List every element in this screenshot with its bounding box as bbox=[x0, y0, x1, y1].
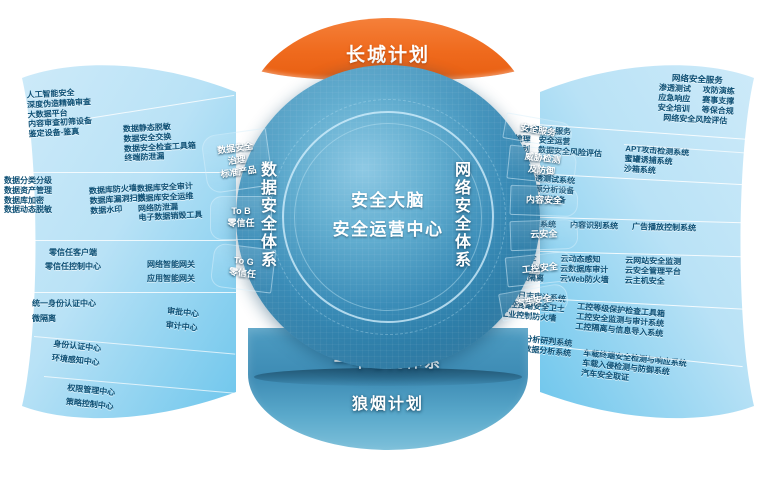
panel-line: 网络智能网关 bbox=[147, 260, 195, 269]
security-brain-sphere[interactable]: 安全大脑 安全运营中心 bbox=[236, 65, 540, 369]
panel-line: 零信任客户端 bbox=[49, 248, 97, 257]
panel-smart-gateway[interactable]: 网络智能网关 应用智能网关 bbox=[128, 258, 214, 292]
panel-ai-security[interactable]: 人工智能安全 深度伪造精确审查 大数据平台 内容审查初筛设备 鉴定设备-鉴真 bbox=[26, 85, 129, 156]
panel-line: 数据库加密 bbox=[4, 195, 44, 205]
panel-col: 广告播放控制系统 bbox=[632, 222, 696, 233]
panel-line: 数据分类分级 bbox=[4, 176, 52, 185]
security-brain-core: 安全大脑 安全运营中心 bbox=[302, 157, 474, 269]
pillar-data-security-system: 数据安全体系 bbox=[250, 130, 278, 300]
left-divider-1 bbox=[20, 172, 236, 173]
tile-tog-zero-trust[interactable]: To G 零信任 bbox=[209, 242, 277, 294]
bowl-label-wolf-smoke-plan: 狼烟计划 bbox=[351, 396, 424, 413]
tile-ics-security[interactable]: 工控安全 bbox=[504, 250, 576, 288]
panel-line: 微隔离 bbox=[32, 314, 56, 324]
panel-col: 攻防演练 赛事支撑 等保合规 bbox=[701, 86, 735, 117]
dome-title: 长城计划 bbox=[345, 45, 430, 66]
pillar-network-security-system: 网络安全体系 bbox=[452, 161, 469, 269]
panel-col: 工控等级保护检查工具箱 工控安全监测与审计系统 工控隔离与信息导入系统 bbox=[575, 302, 665, 339]
tile-data-governance[interactable]: 数据安全 治理 标准产品 bbox=[200, 127, 274, 195]
core-line-1: 安全大脑 bbox=[351, 191, 425, 210]
panel-col: 渗透测试 应急响应 安全培训 bbox=[658, 83, 691, 114]
bowl-separator bbox=[254, 368, 522, 386]
core-line-2: 安全运营中心 bbox=[332, 220, 444, 239]
central-sphere-group: 一中心两体系 狼烟计划 安全大脑 安全运营中心 数据安全体系 网络安全体系 数据… bbox=[200, 60, 579, 450]
panel-approval-center[interactable]: 审批中心 审计中心 bbox=[150, 303, 213, 343]
panel-line: 广告播放控制系统 bbox=[631, 222, 697, 233]
panel-line: 数据动态脱敏 bbox=[4, 205, 52, 215]
panel-authority-management[interactable]: 权限管理中心 策略控制中心 bbox=[64, 381, 159, 424]
left-divider-3 bbox=[24, 292, 236, 293]
panel-line: 安全培训 bbox=[657, 102, 691, 114]
left-divider-2 bbox=[18, 240, 236, 241]
left-wing-panels: 人工智能安全 深度伪造精确审查 大数据平台 内容审查初筛设备 鉴定设备-鉴真 数… bbox=[0, 0, 300, 500]
panel-line: 云主机安全 bbox=[624, 275, 665, 286]
panel-zero-trust-client[interactable]: 零信任客户端 零信任控制中心 bbox=[30, 246, 116, 280]
tile-threat-detection[interactable]: 威胁检测 及防御 bbox=[506, 144, 578, 186]
panel-line: 统一身份认证中心 bbox=[32, 299, 96, 308]
panel-line: 零信任控制中心 bbox=[45, 262, 101, 272]
panel-line: 应用智能网关 bbox=[147, 274, 195, 284]
tile-cloud-security[interactable]: 云安全 bbox=[509, 218, 579, 252]
panel-unified-identity[interactable]: 统一身份认证中心 微隔离 bbox=[32, 296, 128, 330]
panel-network-security-service[interactable]: 网络安全服务 渗透测试 应急响应 安全培训 攻防演练 赛事支撑 等保合规 网络安… bbox=[620, 70, 771, 140]
tile-content-security[interactable]: 内容安全 bbox=[509, 184, 579, 218]
panel-line: 数据资产管理 bbox=[4, 185, 52, 195]
panel-col: 云网站安全监测 云安全管理平台 云主机安全 bbox=[625, 256, 682, 287]
panel-data-classification[interactable]: 数据分类分级 数据资产管理 数据库加密 数据动态脱敏 bbox=[4, 176, 88, 228]
tile-tob-zero-trust[interactable]: To B 零信任 bbox=[210, 196, 272, 240]
